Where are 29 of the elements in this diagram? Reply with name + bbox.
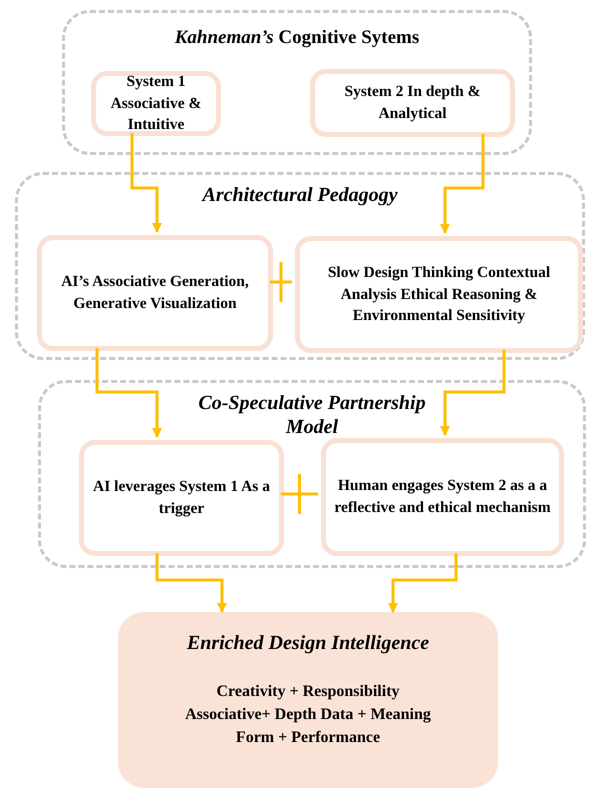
dashed-group-frame bbox=[38, 380, 586, 568]
process-box bbox=[310, 69, 515, 137]
process-box bbox=[79, 440, 284, 556]
process-box bbox=[37, 235, 273, 351]
result-box bbox=[118, 612, 498, 788]
box-text: AI leverages System 1 As a trigger bbox=[92, 477, 271, 519]
arrow bbox=[96, 348, 162, 438]
box-text: Slow Design Thinking Contextual Analysis Ethical Reasoning & Environmental Sensitivity bbox=[326, 262, 552, 326]
process-box bbox=[91, 71, 221, 136]
arrow bbox=[388, 553, 458, 613]
arrow bbox=[156, 553, 227, 613]
connector-line bbox=[281, 492, 318, 496]
box-text: System 2 In depth & Analytical bbox=[343, 82, 482, 124]
result-text: Creativity + Responsibility Associative+ Depth Data + Meaning Form + Performance bbox=[184, 682, 432, 748]
arrow bbox=[440, 350, 506, 436]
connector-line bbox=[270, 280, 292, 284]
dashed-group-frame bbox=[15, 172, 585, 360]
box-text: System 1 Associative & Intuitive bbox=[110, 72, 202, 136]
process-box bbox=[321, 438, 564, 556]
group-heading: Kahneman’s Cognitive Sytems bbox=[174, 27, 420, 50]
dashed-group-frame bbox=[62, 10, 532, 155]
group-heading: Architectural Pedagogy bbox=[200, 183, 398, 207]
process-box bbox=[295, 236, 583, 353]
arrow bbox=[440, 134, 484, 234]
box-text: Human engages System 2 as a a reflective and ethical mechanism bbox=[334, 476, 551, 518]
group-heading: Co-Speculative Partnership Model bbox=[197, 391, 427, 439]
arrow bbox=[130, 133, 162, 233]
result-heading: Enriched Design Intelligence bbox=[186, 631, 430, 656]
box-text: AI’s Associative Generation, Generative Visualization bbox=[60, 272, 250, 314]
